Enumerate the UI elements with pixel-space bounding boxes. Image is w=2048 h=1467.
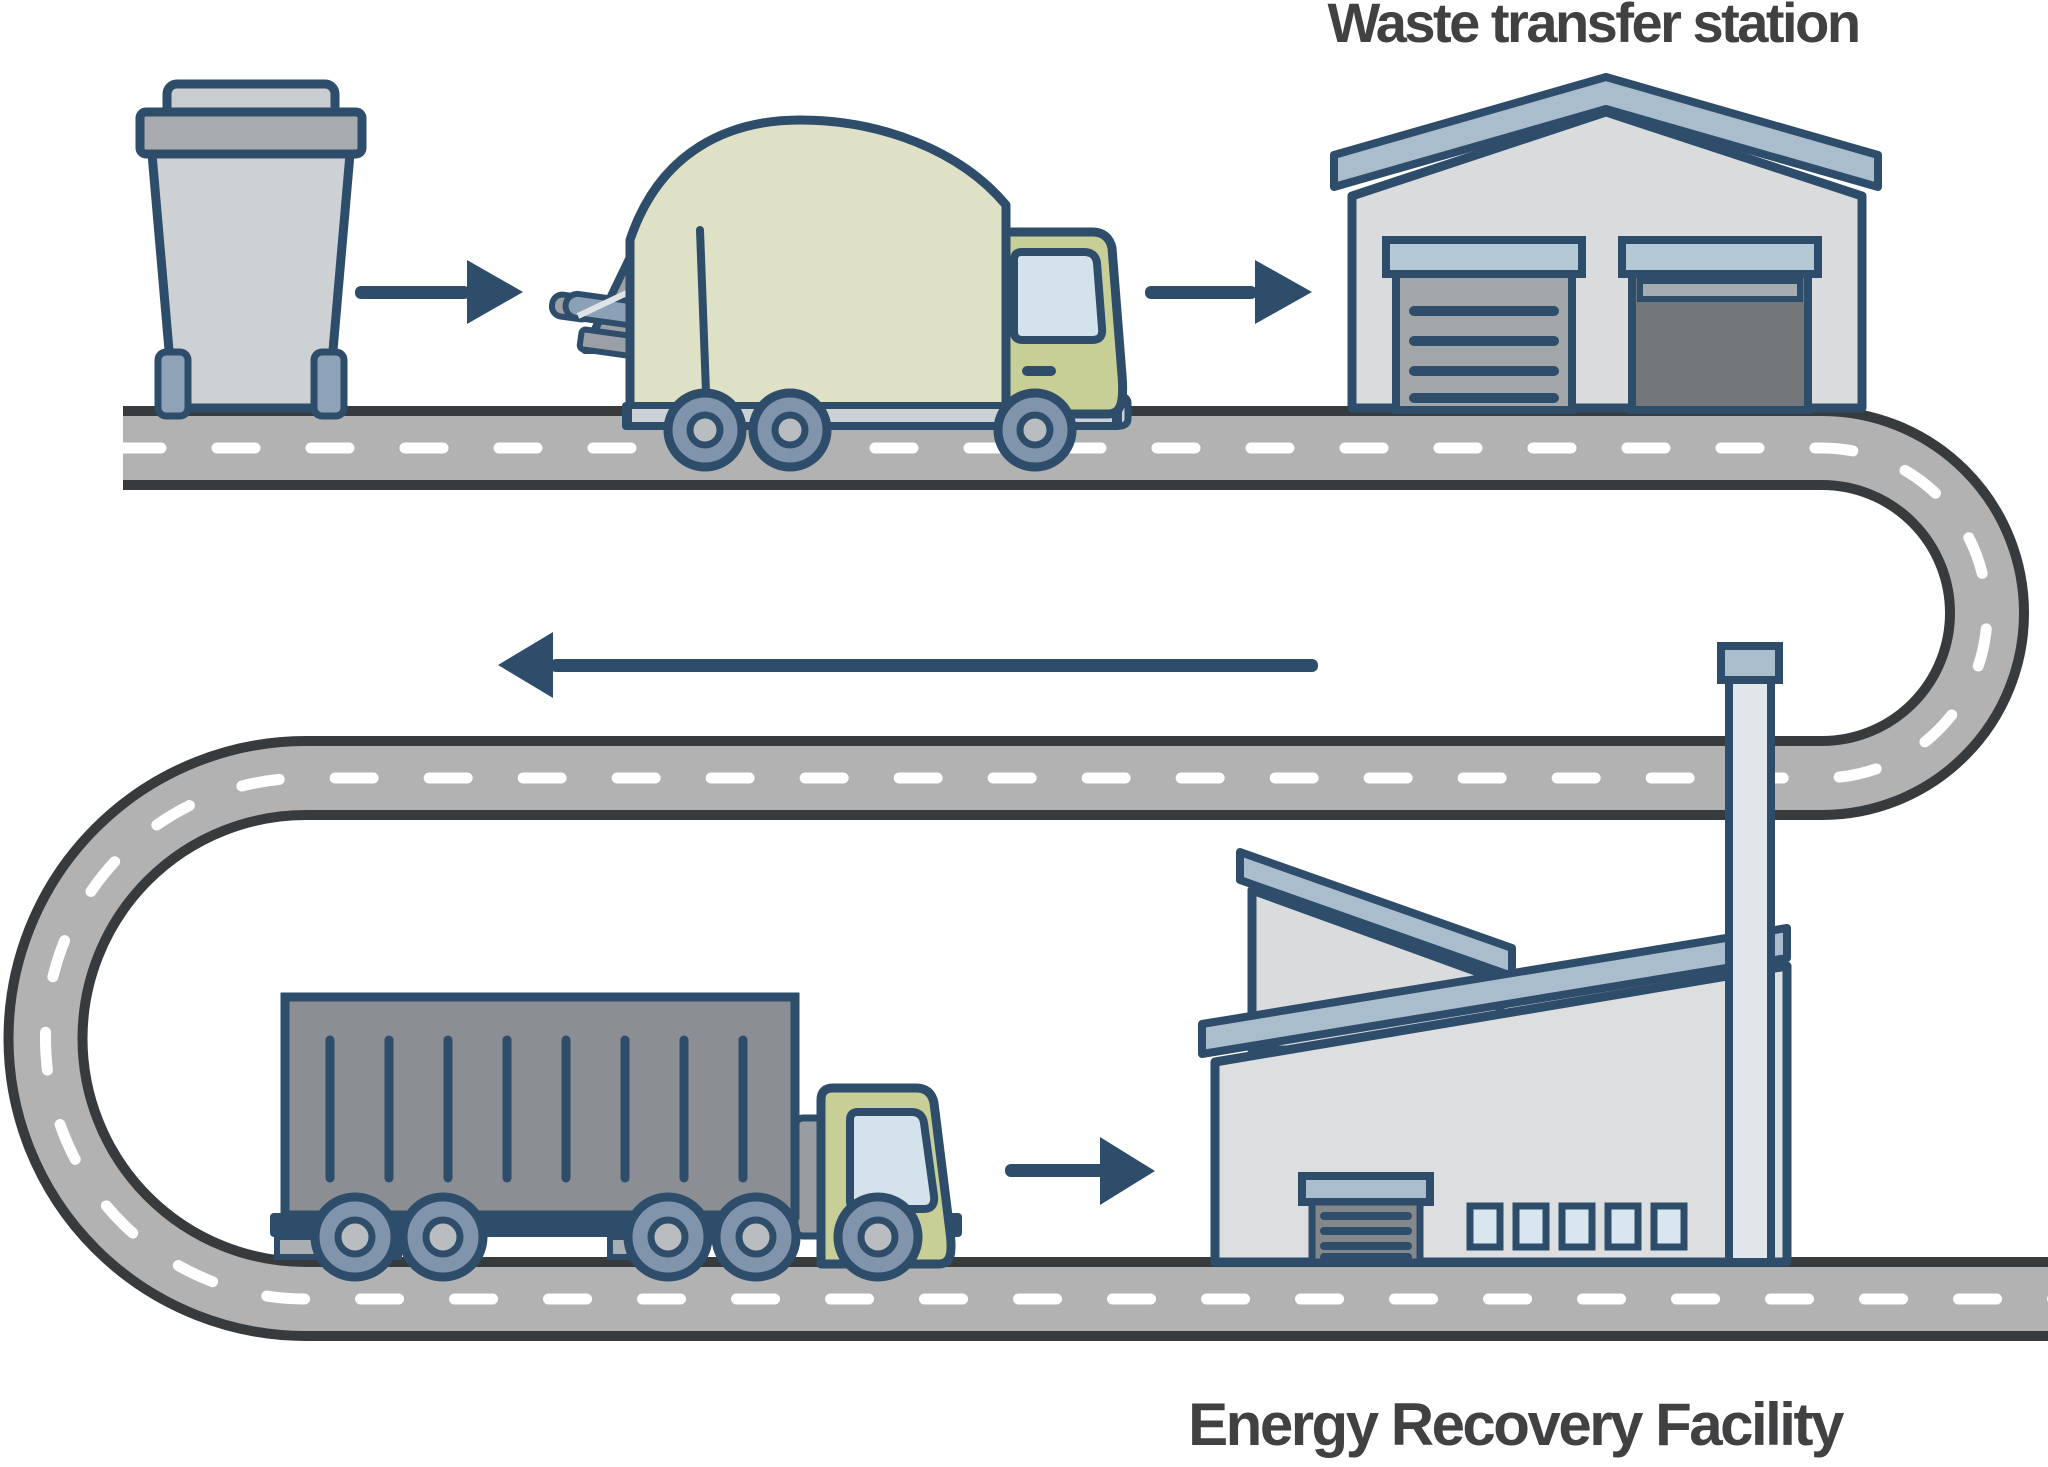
window xyxy=(1512,1202,1550,1251)
garbage-truck-door-handle xyxy=(1022,366,1056,376)
bin-left-wheel xyxy=(154,348,192,420)
right-door-header xyxy=(1618,236,1822,278)
container-box xyxy=(280,992,800,1220)
wheel-hub xyxy=(422,1216,464,1258)
window xyxy=(1558,1202,1596,1251)
right-arrow-icon xyxy=(355,260,523,324)
wheel-hub xyxy=(334,1216,376,1258)
flow-arrows xyxy=(355,260,1318,1205)
energy-recovery-facility-label: Energy Recovery Facility xyxy=(1188,1391,1844,1458)
wheel-hub xyxy=(771,411,809,449)
factory-windows xyxy=(1466,1202,1688,1251)
wheel-hub xyxy=(686,411,724,449)
warehouse-building-icon xyxy=(1330,73,1882,414)
garbage-truck-wheels xyxy=(663,388,1077,472)
window xyxy=(1466,1202,1504,1251)
right-arrow-icon xyxy=(1005,1137,1155,1205)
factory-door-header xyxy=(1298,1172,1434,1206)
wheel-hub xyxy=(1016,411,1054,449)
bin-lid xyxy=(135,107,367,159)
factory-door-slats xyxy=(1320,1212,1412,1261)
garbage-truck-body-seam xyxy=(696,226,710,396)
window xyxy=(1604,1202,1642,1251)
road-center-dashes xyxy=(40,442,2048,1305)
chimney-icon xyxy=(1717,642,1783,1266)
garbage-truck-icon xyxy=(548,115,1132,472)
waste-transfer-station-label: Waste transfer station xyxy=(1327,0,1861,54)
station-roof-fascia xyxy=(1330,73,1882,191)
wheel-hub xyxy=(735,1216,777,1258)
wheel-hub xyxy=(857,1216,899,1258)
left-door-header xyxy=(1382,236,1586,278)
container-ribs xyxy=(325,1035,748,1183)
left-arrow-icon xyxy=(498,632,1318,698)
right-arrow-icon xyxy=(1145,260,1312,324)
factory-building-icon xyxy=(1198,642,1792,1267)
chimney-stack xyxy=(1725,674,1775,1266)
window xyxy=(1650,1202,1688,1251)
road-loop-icon xyxy=(3,406,2048,1341)
factory-front-roof xyxy=(1198,924,1791,1058)
wheel-hub xyxy=(647,1216,689,1258)
bin-right-wheel xyxy=(310,348,348,420)
garbage-truck-body xyxy=(625,115,1011,419)
container-truck-icon xyxy=(270,992,962,1282)
left-roller-door-slats xyxy=(1409,306,1559,403)
wheelie-bin-icon xyxy=(135,79,367,420)
garbage-truck-window xyxy=(1010,248,1107,344)
container-truck-window xyxy=(846,1108,939,1213)
chimney-cap xyxy=(1717,642,1783,684)
right-door-roller-strip xyxy=(1637,278,1803,302)
container-truck-wheels xyxy=(310,1192,923,1282)
